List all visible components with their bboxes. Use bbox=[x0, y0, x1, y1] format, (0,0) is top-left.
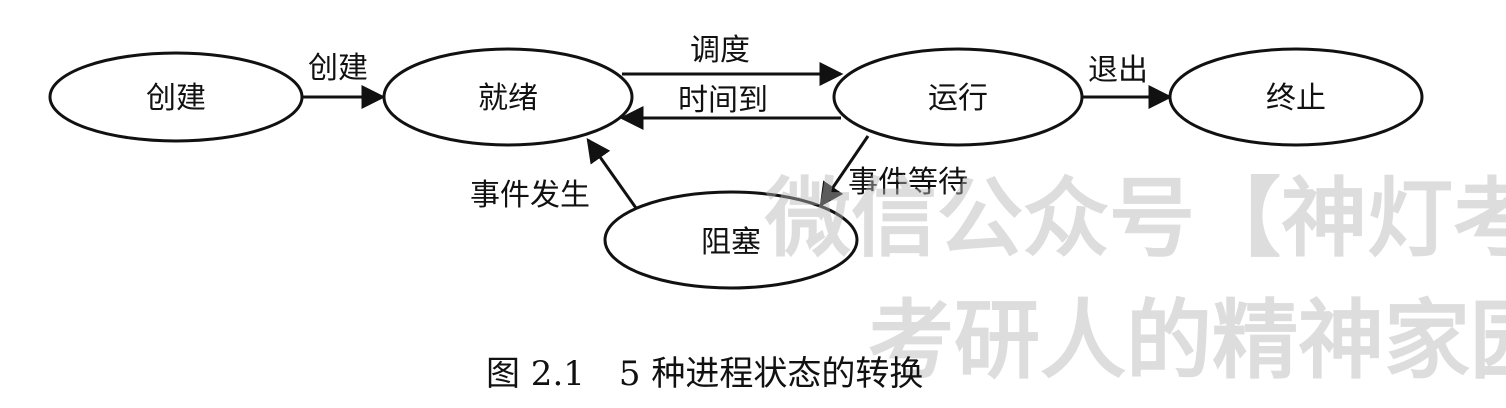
node-blocked-label: 阻塞 bbox=[701, 225, 761, 260]
figure-caption: 图 2.1 5 种进程状态的转换 bbox=[486, 354, 923, 394]
node-ready-label: 就绪 bbox=[478, 81, 538, 116]
node-ready: 就绪 bbox=[382, 47, 634, 147]
edge-blocked-to-ready bbox=[586, 138, 638, 209]
node-blocked: 阻塞 bbox=[603, 190, 859, 290]
edge-label-exit: 退出 bbox=[1088, 53, 1148, 88]
edge-label-create: 创建 bbox=[308, 51, 368, 86]
node-create: 创建 bbox=[48, 51, 304, 143]
node-create-label: 创建 bbox=[146, 81, 206, 116]
node-running-label: 运行 bbox=[928, 81, 988, 116]
node-terminate: 终止 bbox=[1168, 47, 1424, 147]
edge-label-wait-event: 事件等待 bbox=[848, 165, 968, 200]
edge-label-event-occur: 事件发生 bbox=[470, 178, 590, 213]
edge-label-timeout: 时间到 bbox=[678, 83, 768, 118]
edge-running-to-blocked bbox=[819, 135, 870, 207]
node-terminate-label: 终止 bbox=[1266, 81, 1326, 116]
node-running: 运行 bbox=[832, 47, 1084, 147]
watermark-line2: 考研人的精神家园 bbox=[868, 291, 1506, 391]
watermark-line1: 微信公众号【神灯考研 bbox=[764, 169, 1506, 269]
edge-label-schedule: 调度 bbox=[690, 33, 750, 68]
